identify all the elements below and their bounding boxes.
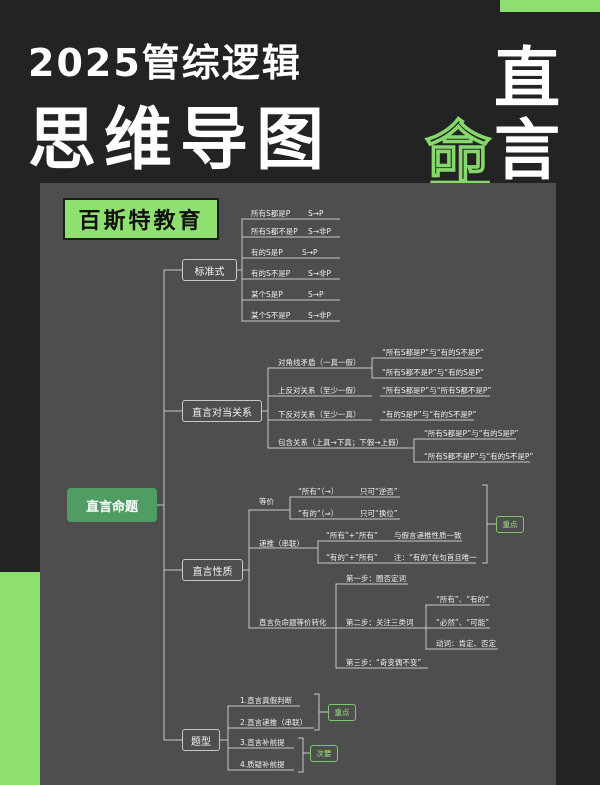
b2-group-subalternation: 包含关系（上真→下真；下假→上假） <box>278 438 404 447</box>
b1-item-left: 某个S不是P <box>251 311 291 320</box>
branch-square-of-opposition: 直言对当关系 <box>182 400 262 422</box>
b1-item-left: 有的S是P <box>251 248 283 257</box>
b4-item: 3.直言补前提 <box>240 738 285 747</box>
branch-properties: 直言性质 <box>182 559 243 581</box>
b3-group-chain: 递推（串联） <box>259 539 304 548</box>
b4-item: 4.质疑补前提 <box>240 760 285 769</box>
b3-eq-left: “有的”（⇒） <box>298 509 339 518</box>
b3-step-3: 第三步：“奇变偶不变” <box>346 658 422 667</box>
tag-secondary: 次要 <box>310 745 338 762</box>
branch-standard-form: 标准式 <box>182 259 237 281</box>
b1-item-left: 某个S是P <box>251 290 283 299</box>
top-accent-bar <box>500 0 600 12</box>
b3-eq-right: 只可“换位” <box>360 509 398 518</box>
b3-eq-right: 只可“逆否” <box>360 487 398 496</box>
b3-chain-right: 注：“有的”在句首且唯一 <box>394 553 477 562</box>
left-accent-bar <box>0 572 40 785</box>
b2-pair: “所有S都是P”与“所有S都不是P” <box>382 386 492 395</box>
b4-item: 2.直言递推（串联） <box>240 718 308 727</box>
b2-pair: “所有S都不是P”与“有的S是P” <box>382 368 484 377</box>
b2-pair: “有的S是P”与“有的S不是P” <box>382 410 477 419</box>
b1-item-right: S→非P <box>308 269 332 278</box>
tag-key-point: 重点 <box>496 516 524 533</box>
b3-step2-item: “所有”、“有的” <box>436 595 490 604</box>
b1-item-left: 有的S不是P <box>251 269 291 278</box>
b1-item-left: 所有S都不是P <box>251 227 298 236</box>
side-char-2: 言 <box>494 112 560 189</box>
b4-item: 1.直言真假判断 <box>240 696 293 705</box>
b1-item-right: S→P <box>308 209 324 218</box>
b1-item-right: S→P <box>302 248 318 257</box>
b3-step-1: 第一步：圈否定词 <box>346 574 406 583</box>
b2-group-contrary: 上反对关系（至少一假） <box>278 386 361 395</box>
mindmap-panel <box>40 183 556 785</box>
b2-pair: “所有S都是P”与“有的S不是P” <box>382 348 484 357</box>
tag-key-point: 重点 <box>328 704 356 721</box>
b3-chain-right: 与假言递推性质一致 <box>394 531 462 540</box>
b2-pair: “所有S都是P”与“有的S是P” <box>424 429 519 438</box>
b3-group-negation: 直言负命题等价转化 <box>259 618 327 627</box>
side-char-1: 直 <box>494 40 560 117</box>
title-main: 思维导图 <box>28 101 333 180</box>
b1-item-right: S→非P <box>308 227 332 236</box>
b2-pair: “所有S都不是P”与“有的S不是P” <box>424 452 534 461</box>
b3-step2-item: “必然”、“可能” <box>436 618 490 627</box>
root-node: 直言命题 <box>67 488 157 522</box>
brand-logo: 百斯特教育 <box>63 198 219 240</box>
title-year: 2025管综逻辑 <box>28 41 302 85</box>
b3-step-2: 第二步：关注三类词 <box>346 618 414 627</box>
b3-eq-left: “所有”（→） <box>298 487 339 496</box>
outline-char-1: 命 <box>424 114 492 191</box>
b1-item-right: S→非P <box>308 311 332 320</box>
b3-group-equivalence: 等价 <box>259 497 274 506</box>
b3-step2-item: 动词：肯定、否定 <box>436 639 496 648</box>
branch-question-types: 题型 <box>182 729 220 751</box>
b1-item-right: S→P <box>308 290 324 299</box>
b3-chain-left: “有的”+“所有” <box>326 553 378 562</box>
b2-group-subcontrary: 下反对关系（至少一真） <box>278 410 361 419</box>
b2-group-contradiction: 对角线矛盾（一真一假） <box>278 358 361 367</box>
b3-chain-left: “所有”+“所有” <box>326 531 378 540</box>
b1-item-left: 所有S都是P <box>251 209 291 218</box>
